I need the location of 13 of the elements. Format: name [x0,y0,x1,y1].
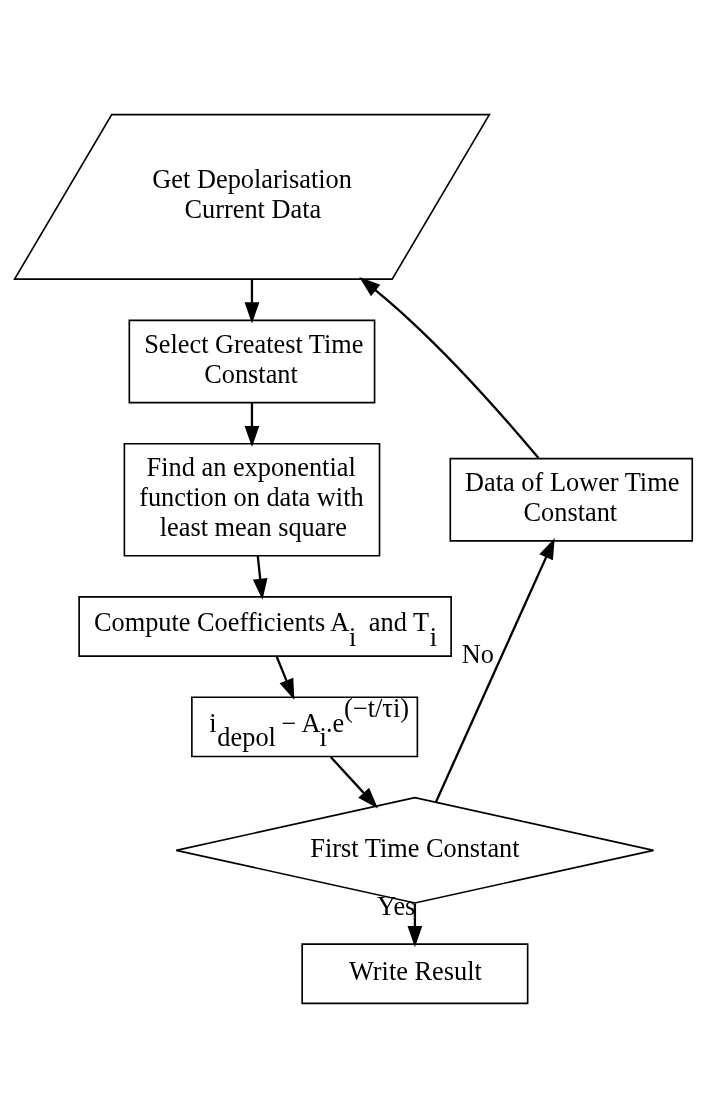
arrow [275,655,295,700]
edge-label: No [461,639,494,669]
arrow [244,402,260,447]
arrow [434,537,555,803]
node-box: Write Result [301,942,529,1004]
node-box: Select Greatest Time Constant [128,319,376,403]
arrow [359,276,540,459]
node-box: Find an exponential function on data with least mean square [123,442,381,557]
arrow [407,903,423,947]
arrow [244,278,260,323]
node-box: Data of Lower Time Constant [449,457,694,542]
arrow [329,755,378,808]
arrow [252,555,268,600]
